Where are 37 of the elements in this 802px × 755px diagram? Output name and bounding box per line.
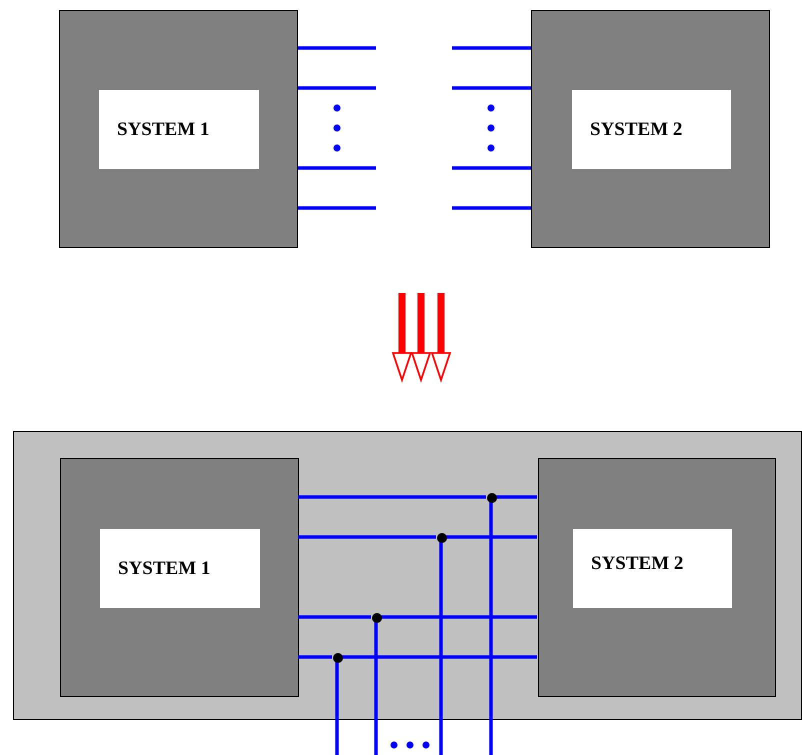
system-name: SYSTEM 2: [589, 118, 684, 140]
signal-line: [342, 655, 537, 659]
junction-dot: [333, 653, 343, 663]
system-block: [531, 10, 770, 248]
signal-line: [452, 166, 531, 170]
signal-line: [298, 535, 436, 539]
signal-line: [374, 622, 378, 755]
signal-line: [446, 535, 537, 539]
signal-line: [298, 86, 376, 90]
system-name: SYSTEM 1: [116, 118, 210, 140]
signal-line: [381, 615, 537, 619]
system-block: [59, 10, 298, 248]
signal-line: [489, 502, 493, 755]
junction-dot: [372, 613, 382, 623]
label-box: [100, 529, 260, 608]
label-box: [573, 529, 732, 608]
signal-line: [452, 46, 531, 50]
system-name: SYSTEM 2: [590, 552, 684, 574]
junction-dot: [437, 533, 447, 543]
signal-line: [452, 206, 531, 210]
signal-line: [452, 86, 531, 90]
signal-line: [298, 495, 486, 499]
signal-line: [298, 206, 376, 210]
signal-line: [298, 655, 332, 659]
signal-line: [298, 615, 371, 619]
signal-line: [298, 46, 376, 50]
signal-line: [439, 542, 443, 755]
signal-line: [298, 166, 376, 170]
junction-dot: [487, 493, 497, 503]
combined-system-panel: [13, 431, 802, 720]
label-box: [99, 90, 259, 169]
signal-line: [335, 662, 339, 755]
system-name: SYSTEM 1: [117, 558, 212, 580]
signal-line: [496, 495, 537, 499]
label-box: [572, 90, 731, 169]
system-block: [538, 458, 776, 697]
system-block: [60, 458, 299, 697]
